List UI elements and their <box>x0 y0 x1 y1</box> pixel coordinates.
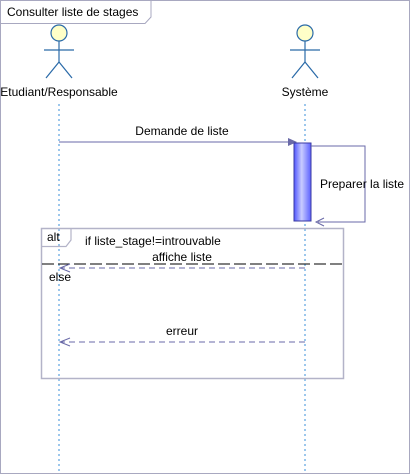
frame-title-tab <box>0 0 152 24</box>
arrowhead-icon <box>314 217 325 227</box>
frame-title: Consulter liste de stages <box>7 5 138 19</box>
actor-systeme: Système <box>282 24 329 99</box>
alt-operator-label: alt <box>47 230 60 244</box>
activation-bar <box>293 142 312 222</box>
actor-label-etudiant: Etudiant/Responsable <box>0 85 118 99</box>
else-label: else <box>49 270 71 284</box>
alt-fragment <box>40 227 345 380</box>
actor-head-icon <box>296 24 314 42</box>
actor-head-icon <box>50 24 68 42</box>
alt-guard-label: if liste_stage!=introuvable <box>85 234 221 248</box>
actor-label-systeme: Système <box>282 85 329 99</box>
message-request-label: Demande de liste <box>135 124 229 138</box>
message-reply-ok-label: affiche liste <box>152 250 212 264</box>
self-call-label: Preparer la liste <box>320 177 404 191</box>
arrowhead-icon <box>58 337 71 347</box>
actor-etudiant-responsable: Etudiant/Responsable <box>0 24 118 99</box>
alt-operator-tab <box>41 228 72 248</box>
arrowhead-icon <box>58 263 71 273</box>
message-reply-error-label: erreur <box>166 324 198 338</box>
self-call-line <box>311 145 366 223</box>
arrowhead-icon <box>288 138 297 146</box>
